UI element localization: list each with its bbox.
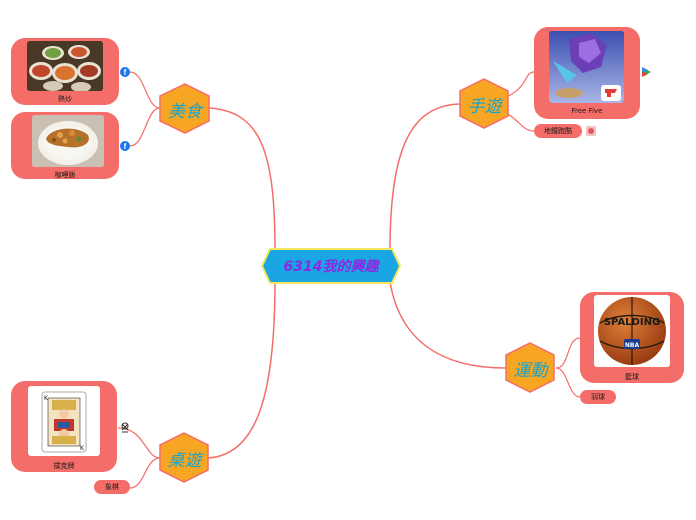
center-hexagon: [260, 248, 402, 284]
svg-text:K: K: [44, 395, 49, 402]
facebook-icon[interactable]: f: [120, 67, 130, 77]
basketball-illustration: SPALDING NBA: [598, 297, 666, 365]
board-game-card-poker[interactable]: K K 撲克牌: [11, 381, 117, 472]
svg-text:K: K: [80, 445, 85, 452]
facebook-icon[interactable]: f: [120, 141, 130, 151]
board-game-extra[interactable]: 象棋: [94, 480, 130, 494]
hexagon-sports: [505, 342, 555, 393]
chess-icon[interactable]: [120, 422, 130, 434]
connector-sports: [389, 281, 507, 369]
connector-food-2: [129, 107, 161, 147]
poker-card-image: K K: [28, 386, 100, 456]
branch-sports-label: 運動: [513, 360, 548, 381]
branch-sports[interactable]: 運動: [506, 343, 555, 393]
sports-card-basketball[interactable]: SPALDING NBA 籃球: [580, 292, 684, 383]
hexagon-board-games: [159, 432, 209, 483]
stir-fry-image: [27, 41, 103, 91]
food-card-curry[interactable]: 咖哩飯: [11, 112, 119, 179]
center-topic[interactable]: 6314我的興趣: [283, 259, 379, 275]
food-caption-1: 熱炒: [58, 95, 72, 103]
sports-extra[interactable]: 羽球: [580, 390, 616, 404]
connector-sports-1: [555, 337, 581, 369]
stir-fry-illustration: [27, 41, 103, 91]
sports-caption: 籃球: [625, 373, 639, 381]
hexagon-food: [159, 83, 210, 134]
food-caption-2: 咖哩飯: [54, 171, 76, 179]
poker-card-illustration: K K: [41, 391, 87, 453]
branch-mobile-games-label: 手遊: [467, 96, 502, 117]
branch-food-label: 美食: [168, 101, 202, 122]
connector-board-games: [207, 281, 276, 459]
connector-food-1: [129, 71, 161, 109]
branch-board-games-label: 桌遊: [167, 450, 202, 471]
mobile-game-extra[interactable]: 地鐵跑酷: [534, 124, 582, 138]
ball-logo-sub: NBA: [625, 342, 640, 349]
mobile-game-card-free-five[interactable]: Free Five: [534, 27, 640, 119]
branch-mobile-games[interactable]: 手遊: [460, 79, 509, 129]
branch-food[interactable]: 美食: [160, 84, 210, 134]
curry-illustration: [32, 115, 104, 167]
connector-mobile-games: [389, 103, 463, 251]
curry-image: [32, 115, 104, 167]
connector-food: [209, 107, 276, 251]
connector-sports-extra: [555, 367, 581, 398]
ball-logo-text: SPALDING: [604, 317, 660, 328]
app-icon[interactable]: [586, 126, 596, 136]
basketball-image: SPALDING NBA: [594, 295, 670, 367]
branch-board-games[interactable]: 桌遊: [160, 433, 209, 483]
board-game-caption: 撲克牌: [53, 462, 75, 470]
connector-board-extra: [129, 457, 161, 489]
google-play-icon[interactable]: [642, 67, 651, 77]
food-card-stir-fry[interactable]: 熱炒: [11, 38, 119, 105]
free-five-illustration: [549, 31, 624, 103]
hexagon-mobile-games: [459, 78, 509, 129]
free-five-image: [549, 31, 624, 103]
mobile-game-caption: Free Five: [571, 107, 603, 115]
